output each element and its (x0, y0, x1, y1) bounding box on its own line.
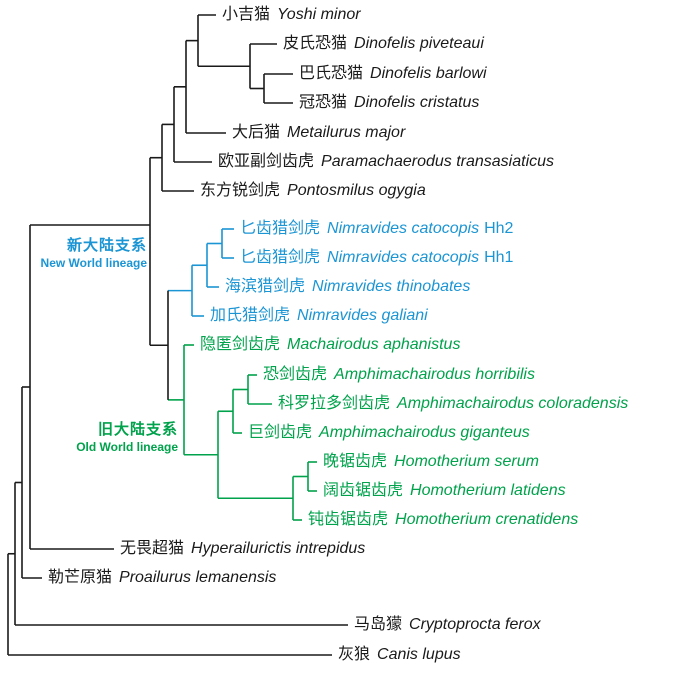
taxon-label-galiani: 加氏猎剑虎 Nimravides galiani (210, 305, 428, 327)
taxon-latin-name: Canis lupus (377, 646, 461, 663)
taxon-label-giganteus: 巨剑齿虎 Amphimachairodus giganteus (248, 422, 530, 444)
taxon-chinese-name: 皮氏恐猫 (283, 35, 348, 52)
taxon-label-hyperailurictis: 无畏超猫 Hyperailurictis intrepidus (120, 538, 365, 560)
taxon-latin-name: Homotherium crenatidens (395, 511, 579, 528)
taxon-chinese-name: 东方锐剑虎 (200, 182, 281, 199)
taxon-chinese-name: 加氏猎剑虎 (210, 307, 291, 324)
taxon-latin-name: Nimravides thinobates (312, 278, 471, 295)
lineage-new-world-en: New World lineage (40, 256, 147, 270)
taxon-latin-name: Amphimachairodus coloradensis (397, 395, 629, 412)
taxon-label-paramachaerodus: 欧亚副剑齿虎 Paramachaerodus transasiaticus (218, 151, 554, 173)
taxon-label-crenatidens: 钝齿锯齿虎 Homotherium crenatidens (308, 509, 578, 531)
taxon-label-yoshi: 小吉猫 Yoshi minor (222, 4, 361, 26)
taxon-latin-name: Nimravides galiani (297, 307, 428, 324)
taxon-chinese-name: 匕齿猎剑虎 (240, 220, 321, 237)
taxon-label-serum: 晚锯齿虎 Homotherium serum (323, 451, 539, 473)
taxon-chinese-name: 隐匿剑齿虎 (200, 336, 281, 353)
taxon-latin-name: Paramachaerodus transasiaticus (321, 153, 555, 170)
taxon-latin-name: Dinofelis piveteaui (354, 35, 484, 52)
taxon-chinese-name: 大后猫 (232, 124, 281, 141)
taxon-latin-name: Hyperailurictis intrepidus (191, 540, 366, 557)
taxon-specimen-suffix: Hh1 (484, 249, 514, 266)
taxon-label-horribilis: 恐剑齿虎 Amphimachairodus horribilis (263, 364, 535, 386)
taxon-chinese-name: 海滨猎剑虎 (225, 278, 306, 295)
taxon-chinese-name: 阔齿锯齿虎 (323, 482, 404, 499)
taxon-latin-name: Proailurus lemanensis (119, 569, 277, 586)
taxon-latin-name: Cryptoprocta ferox (409, 616, 541, 633)
taxon-latin-name: Nimravides catocopis (327, 220, 480, 237)
taxon-label-barlowi: 巴氏恐猫 Dinofelis barlowi (299, 63, 487, 85)
taxon-label-proailurus: 勒芒原猫 Proailurus lemanensis (48, 567, 276, 589)
lineage-label-old-world: 旧大陆支系 Old World lineage (76, 420, 178, 456)
taxon-chinese-name: 小吉猫 (222, 6, 271, 23)
taxon-specimen-suffix: Hh2 (484, 220, 514, 237)
lineage-label-new-world: 新大陆支系 New World lineage (41, 236, 147, 272)
taxon-latin-name: Homotherium serum (394, 453, 539, 470)
taxon-chinese-name: 巴氏恐猫 (299, 65, 364, 82)
taxon-latin-name: Nimravides catocopis (327, 249, 480, 266)
taxon-latin-name: Amphimachairodus horribilis (334, 366, 535, 383)
taxon-label-thinobates: 海滨猎剑虎 Nimravides thinobates (225, 276, 470, 298)
taxon-latin-name: Dinofelis cristatus (354, 94, 480, 111)
taxon-chinese-name: 钝齿锯齿虎 (308, 511, 389, 528)
taxon-label-cryptoprocta: 马岛獴 Cryptoprocta ferox (354, 614, 541, 636)
lineage-new-world-cn: 新大陆支系 (66, 237, 147, 254)
taxon-chinese-name: 冠恐猫 (299, 94, 348, 111)
taxon-latin-name: Homotherium latidens (410, 482, 566, 499)
taxon-latin-name: Metailurus major (287, 124, 406, 141)
taxon-label-coloradensis: 科罗拉多剑齿虎 Amphimachairodus coloradensis (278, 393, 628, 415)
taxon-latin-name: Pontosmilus ogygia (287, 182, 426, 199)
taxon-chinese-name: 科罗拉多剑齿虎 (278, 395, 391, 412)
taxon-chinese-name: 马岛獴 (354, 616, 403, 633)
taxon-label-pontosmilus: 东方锐剑虎 Pontosmilus ogygia (200, 180, 426, 202)
lineage-old-world-en: Old World lineage (76, 440, 178, 454)
lineage-old-world-cn: 旧大陆支系 (97, 421, 178, 438)
taxon-chinese-name: 无畏超猫 (120, 540, 185, 557)
taxon-label-cristatus: 冠恐猫 Dinofelis cristatus (299, 92, 479, 114)
taxon-chinese-name: 勒芒原猫 (48, 569, 113, 586)
taxon-label-canis: 灰狼 Canis lupus (338, 644, 461, 666)
taxon-label-piveteaui: 皮氏恐猫 Dinofelis piveteaui (283, 33, 484, 55)
taxon-chinese-name: 巨剑齿虎 (248, 424, 313, 441)
taxon-chinese-name: 欧亚副剑齿虎 (218, 153, 315, 170)
taxon-label-metailurus: 大后猫 Metailurus major (232, 122, 405, 144)
taxon-chinese-name: 灰狼 (338, 646, 371, 663)
taxon-chinese-name: 晚锯齿虎 (323, 453, 388, 470)
taxon-label-aphanistus: 隐匿剑齿虎 Machairodus aphanistus (200, 334, 460, 356)
taxon-chinese-name: 恐剑齿虎 (263, 366, 328, 383)
taxon-latin-name: Yoshi minor (277, 6, 361, 23)
taxon-latin-name: Amphimachairodus giganteus (319, 424, 530, 441)
taxon-chinese-name: 匕齿猎剑虎 (240, 249, 321, 266)
taxon-latin-name: Machairodus aphanistus (287, 336, 461, 353)
taxon-label-latidens: 阔齿锯齿虎 Homotherium latidens (323, 480, 566, 502)
taxon-latin-name: Dinofelis barlowi (370, 65, 487, 82)
